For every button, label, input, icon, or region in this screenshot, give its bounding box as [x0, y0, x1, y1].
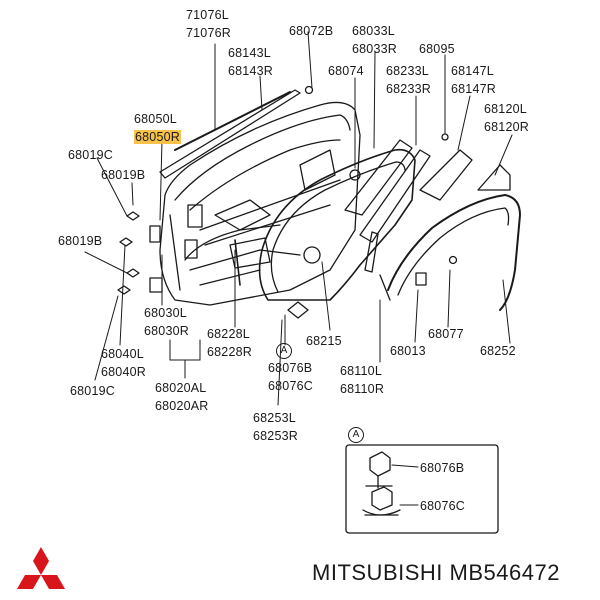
label-68076B: 68076B: [268, 361, 313, 375]
label-68228L: 68228L: [207, 327, 250, 341]
quarter-window-68147: [420, 150, 472, 200]
label-68228R: 68228R: [207, 345, 252, 359]
label-68019C-top: 68019C: [68, 148, 113, 162]
label-68040R: 68040R: [101, 365, 146, 379]
label-68110L: 68110L: [340, 364, 382, 378]
weatherstrip-68228: [235, 240, 240, 285]
label-68074: 68074: [328, 64, 364, 78]
detail-marker-a: A: [348, 427, 364, 443]
clips-and-bolts: [118, 87, 457, 319]
label-68020AL: 68020AL: [155, 381, 207, 395]
label-68120R: 68120R: [484, 120, 529, 134]
label-68050L: 68050L: [134, 112, 177, 126]
detail-label-68076B: 68076B: [420, 461, 465, 475]
label-68076C: 68076C: [268, 379, 313, 393]
label-68147R: 68147R: [451, 82, 496, 96]
window-strip-68050: [160, 90, 300, 178]
label-68020AR: 68020AR: [155, 399, 209, 413]
mitsubishi-logo: [17, 547, 65, 589]
label-68019C-bottom: 68019C: [70, 384, 115, 398]
leader-lines: [85, 32, 512, 405]
label-68253R: 68253R: [253, 429, 298, 443]
detail-label-68076C: 68076C: [420, 499, 465, 513]
glass-run-68233: [345, 140, 430, 242]
label-68215: 68215: [306, 334, 342, 348]
brand-name: MITSUBISHI: [312, 560, 443, 585]
label-68033R: 68033R: [352, 42, 397, 56]
door-seal-68110: [260, 150, 415, 300]
label-68120L: 68120L: [484, 102, 527, 116]
opening-seal-68252: [388, 195, 520, 310]
label-68252: 68252: [480, 344, 516, 358]
label-68233L: 68233L: [386, 64, 429, 78]
label-68233R: 68233R: [386, 82, 431, 96]
quarter-glass-68120: [478, 165, 510, 190]
label-68019B-top: 68019B: [101, 168, 146, 182]
label-68050R: 68050R: [134, 130, 181, 144]
label-68095: 68095: [419, 42, 455, 56]
detail-box-a: [346, 445, 498, 533]
part-number: MB546472: [449, 560, 560, 585]
label-68030R: 68030R: [144, 324, 189, 338]
label-68143R: 68143R: [228, 64, 273, 78]
label-71076R: 71076R: [186, 26, 231, 40]
label-68019B-mid: 68019B: [58, 234, 103, 248]
footer-caption: MITSUBISHI MB546472: [312, 560, 560, 586]
label-68253L: 68253L: [253, 411, 296, 425]
label-68143L: 68143L: [228, 46, 271, 60]
label-68040L: 68040L: [101, 347, 144, 361]
reference-marker-a: A: [276, 343, 292, 359]
label-71076L: 71076L: [186, 8, 229, 22]
label-68013: 68013: [390, 344, 426, 358]
label-68110R: 68110R: [340, 382, 385, 396]
highlighted-part-68050R: 68050R: [134, 130, 181, 144]
glass-channel-68013: [365, 232, 390, 300]
belt-molding-71076: [175, 92, 290, 150]
label-68072B: 68072B: [289, 24, 334, 38]
label-68077: 68077: [428, 327, 464, 341]
door-panel: [160, 102, 360, 305]
label-68147L: 68147L: [451, 64, 494, 78]
label-68030L: 68030L: [144, 306, 187, 320]
label-68033L: 68033L: [352, 24, 395, 38]
